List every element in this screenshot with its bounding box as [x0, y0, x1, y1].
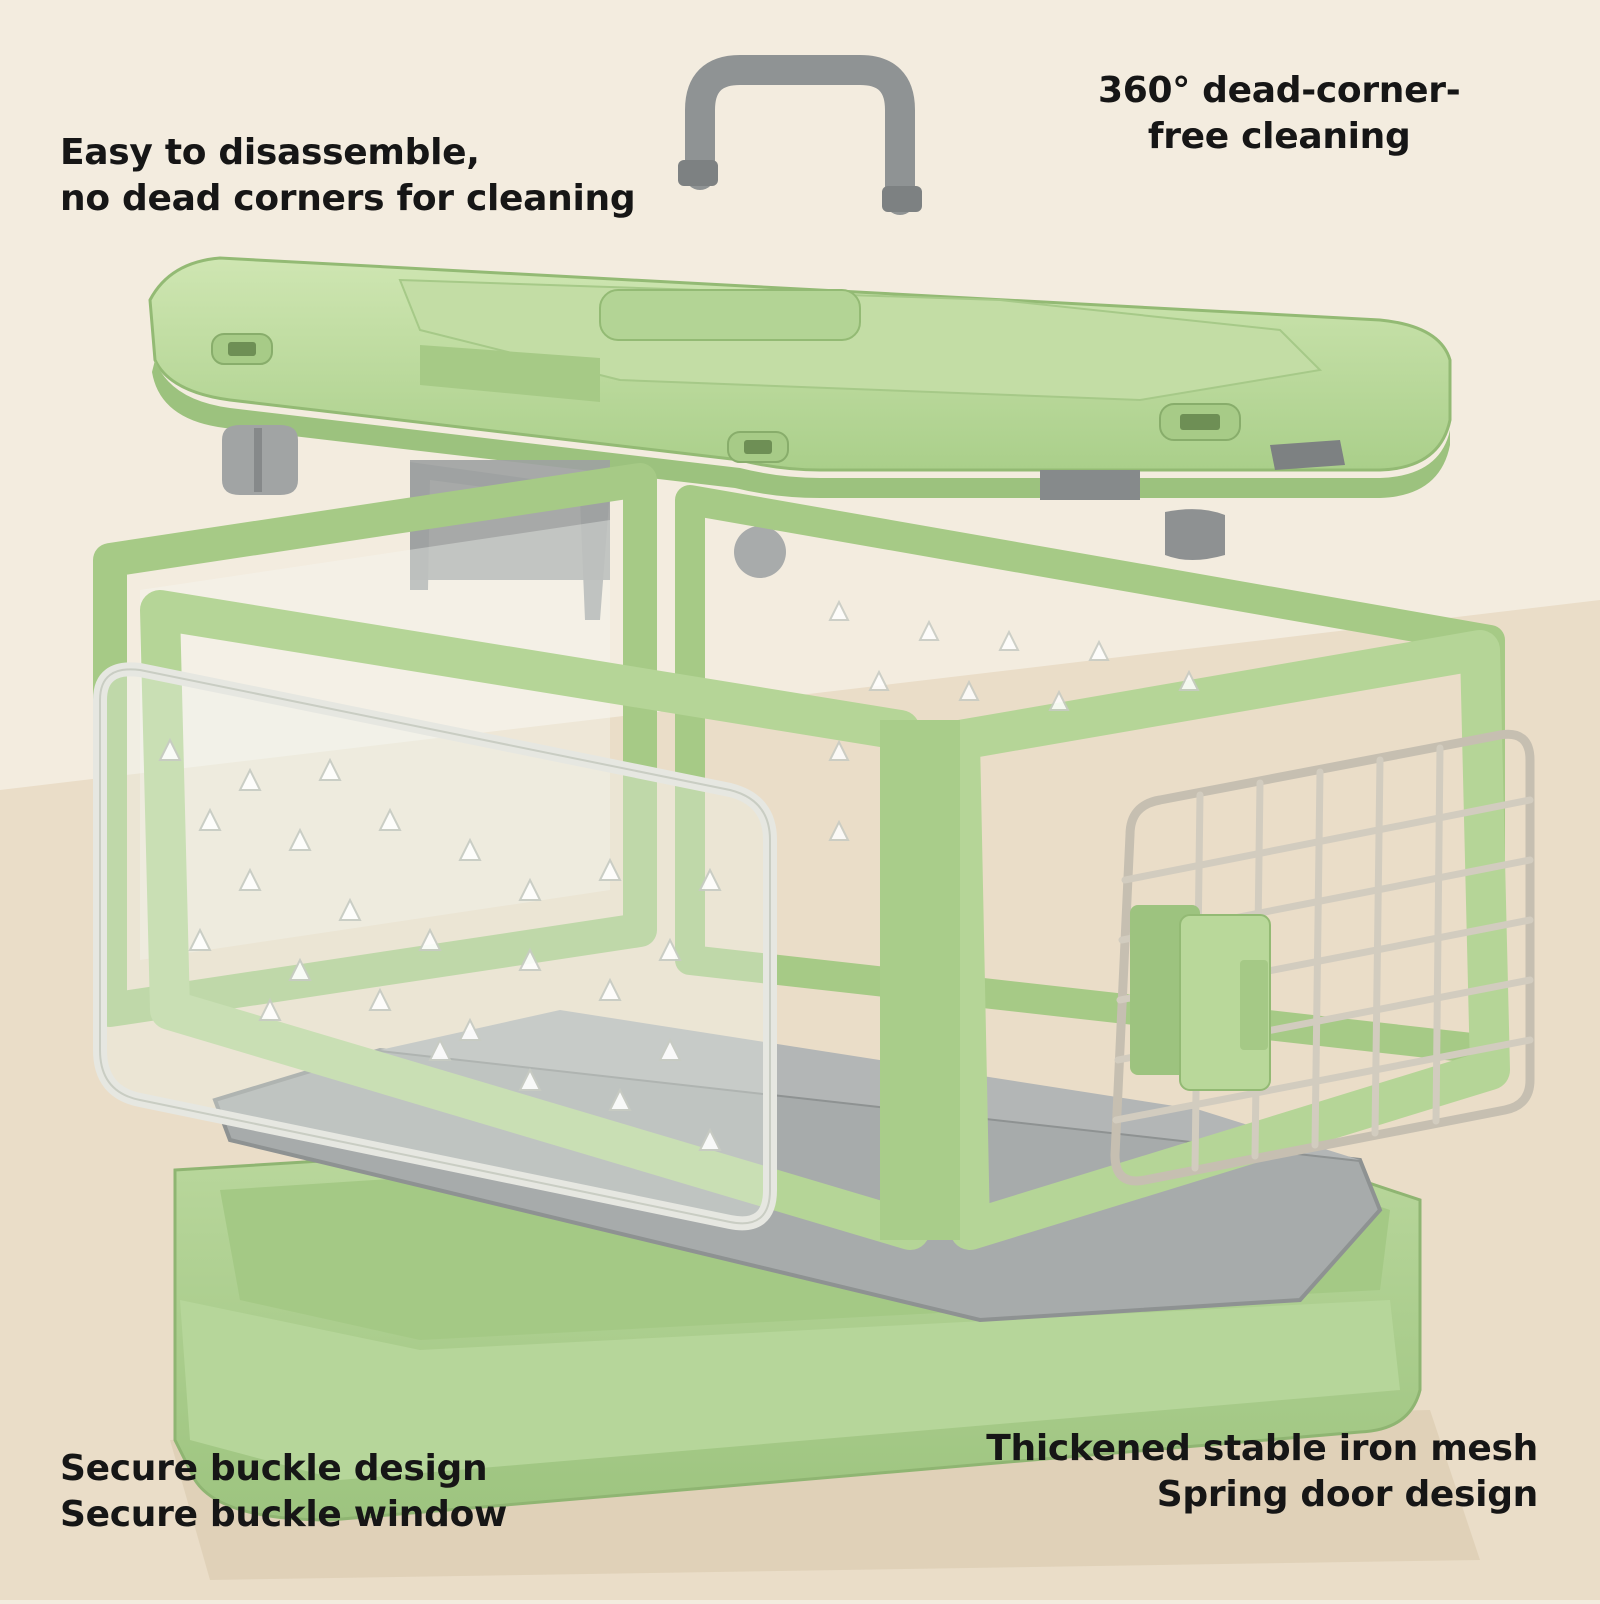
door-spring-latch: [1130, 905, 1271, 1091]
clear-side-window: [93, 662, 777, 1231]
lid-latch-right: [1270, 440, 1345, 470]
caption-line: free cleaning: [1147, 116, 1411, 157]
caption-line: Easy to disassemble,: [60, 132, 480, 173]
back-clear-panel: [828, 599, 1200, 841]
caption-line: no dead corners for cleaning: [60, 178, 636, 219]
caption-360-cleaning: 360° dead-corner- free cleaning: [1098, 68, 1461, 160]
top-lid: [148, 256, 1452, 498]
caption-line: Spring door design: [1156, 1474, 1539, 1515]
caption-line: Secure buckle window: [60, 1494, 507, 1535]
lid-latch: [1040, 470, 1140, 500]
buckle-knob: [734, 526, 786, 578]
caption-iron-mesh: Thickened stable iron mesh Spring door d…: [986, 1426, 1538, 1518]
caption-line: 360° dead-corner-: [1098, 70, 1461, 111]
caption-easy-disassemble: Easy to disassemble, no dead corners for…: [60, 130, 636, 222]
front-frame: [140, 590, 1510, 1250]
carry-handle: [678, 55, 922, 215]
caption-line: Secure buckle design: [60, 1448, 488, 1489]
caption-secure-buckle: Secure buckle design Secure buckle windo…: [60, 1446, 507, 1538]
buckle-right: [1165, 509, 1225, 560]
caption-line: Thickened stable iron mesh: [986, 1428, 1538, 1469]
